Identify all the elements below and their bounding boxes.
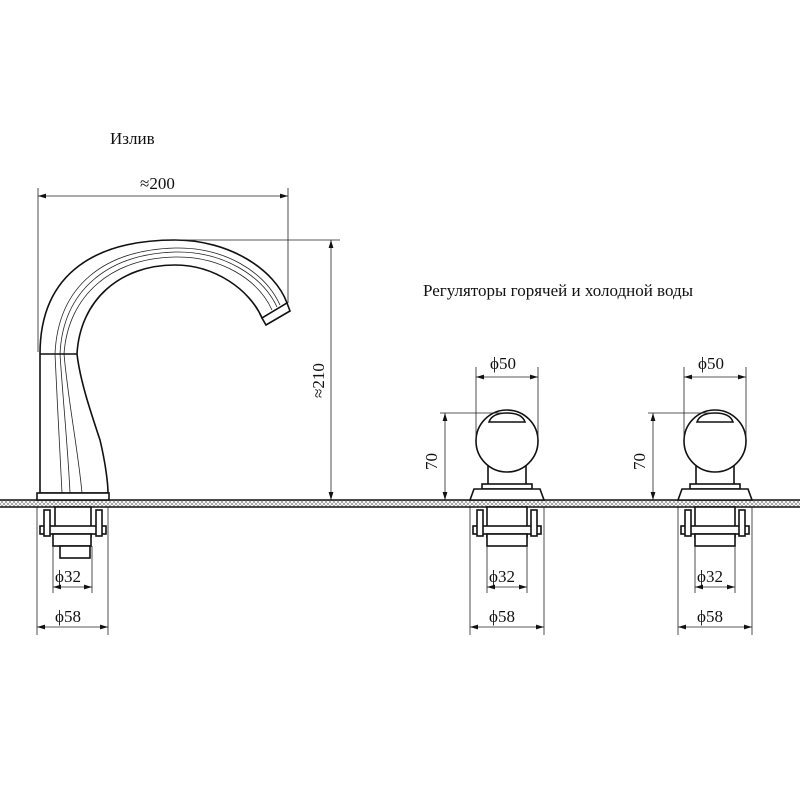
regulator-height-label: 70 [422, 453, 441, 470]
regulator-inner-diameter-label: ϕ32 [489, 567, 515, 586]
spout-diameter-dimensions: ϕ32 ϕ58 [36, 507, 109, 635]
regulator-hot: ϕ50 70 ϕ32 ϕ58 [422, 354, 546, 635]
spout-height-dimension: ≈210 [175, 239, 340, 500]
spout-title: Излив [110, 129, 155, 148]
regulator-outer-diameter-label: ϕ58 [697, 607, 723, 626]
regulators-title: Регуляторы горячей и холодной воды [423, 281, 694, 300]
spout-width-label: ≈200 [140, 174, 175, 193]
regulator-outer-diameter-label: ϕ58 [489, 607, 515, 626]
spout-inner-diameter-label: ϕ32 [55, 567, 81, 586]
regulator-cold: ϕ50 70 ϕ32 ϕ58 [630, 354, 754, 635]
countertop [0, 499, 800, 508]
spout-height-label: ≈210 [309, 363, 328, 398]
regulator-head-diameter-label: ϕ50 [698, 354, 724, 373]
spout-drawing [36, 239, 291, 559]
regulator-head-diameter-label: ϕ50 [490, 354, 516, 373]
regulator-height-label: 70 [630, 453, 649, 470]
regulator-inner-diameter-label: ϕ32 [697, 567, 723, 586]
spout-outer-diameter-label: ϕ58 [55, 607, 81, 626]
spout-width-dimension: ≈200 [37, 174, 289, 352]
